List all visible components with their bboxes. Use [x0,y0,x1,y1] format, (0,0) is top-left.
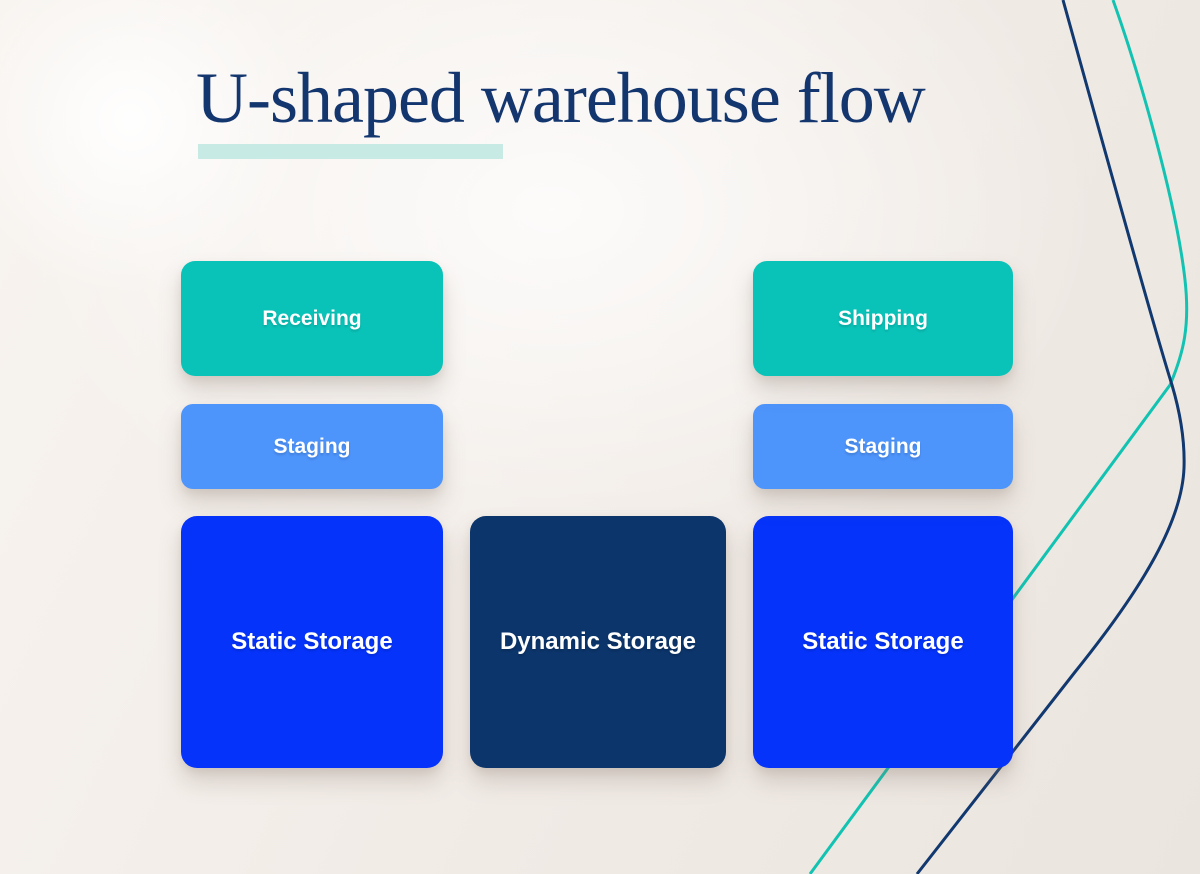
node-static-storage-right-label: Static Storage [802,628,964,655]
node-shipping: Shipping [753,261,1013,376]
node-staging-right-label: Staging [844,434,922,458]
navy-curve-line [915,0,1186,874]
node-dynamic-storage: Dynamic Storage [470,516,726,768]
node-receiving: Receiving [181,261,443,376]
node-static-storage-right: Static Storage [753,516,1013,768]
node-static-storage-left: Static Storage [181,516,443,768]
node-staging-left-label: Staging [273,434,351,458]
title-highlight-bar [198,144,503,159]
teal-curve-line [808,0,1189,874]
node-static-storage-left-label: Static Storage [231,628,393,655]
node-dynamic-storage-label: Dynamic Storage [499,628,697,655]
title-block: U-shaped warehouse flow [196,58,926,159]
page-title: U-shaped warehouse flow [196,58,926,138]
node-shipping-label: Shipping [838,306,928,330]
node-staging-left: Staging [181,404,443,489]
node-staging-right: Staging [753,404,1013,489]
node-receiving-label: Receiving [262,306,362,330]
